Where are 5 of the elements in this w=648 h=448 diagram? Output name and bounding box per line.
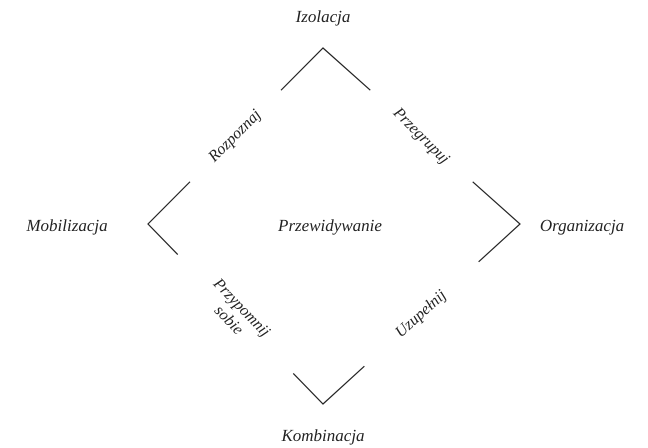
concept-label: Kombinacja [281,426,365,446]
concept-label: Mobilizacja [26,216,108,236]
concept-label: Organizacja [540,216,624,236]
concept-label: Przewidywanie [278,216,382,236]
concept-label: Izolacja [296,6,350,28]
